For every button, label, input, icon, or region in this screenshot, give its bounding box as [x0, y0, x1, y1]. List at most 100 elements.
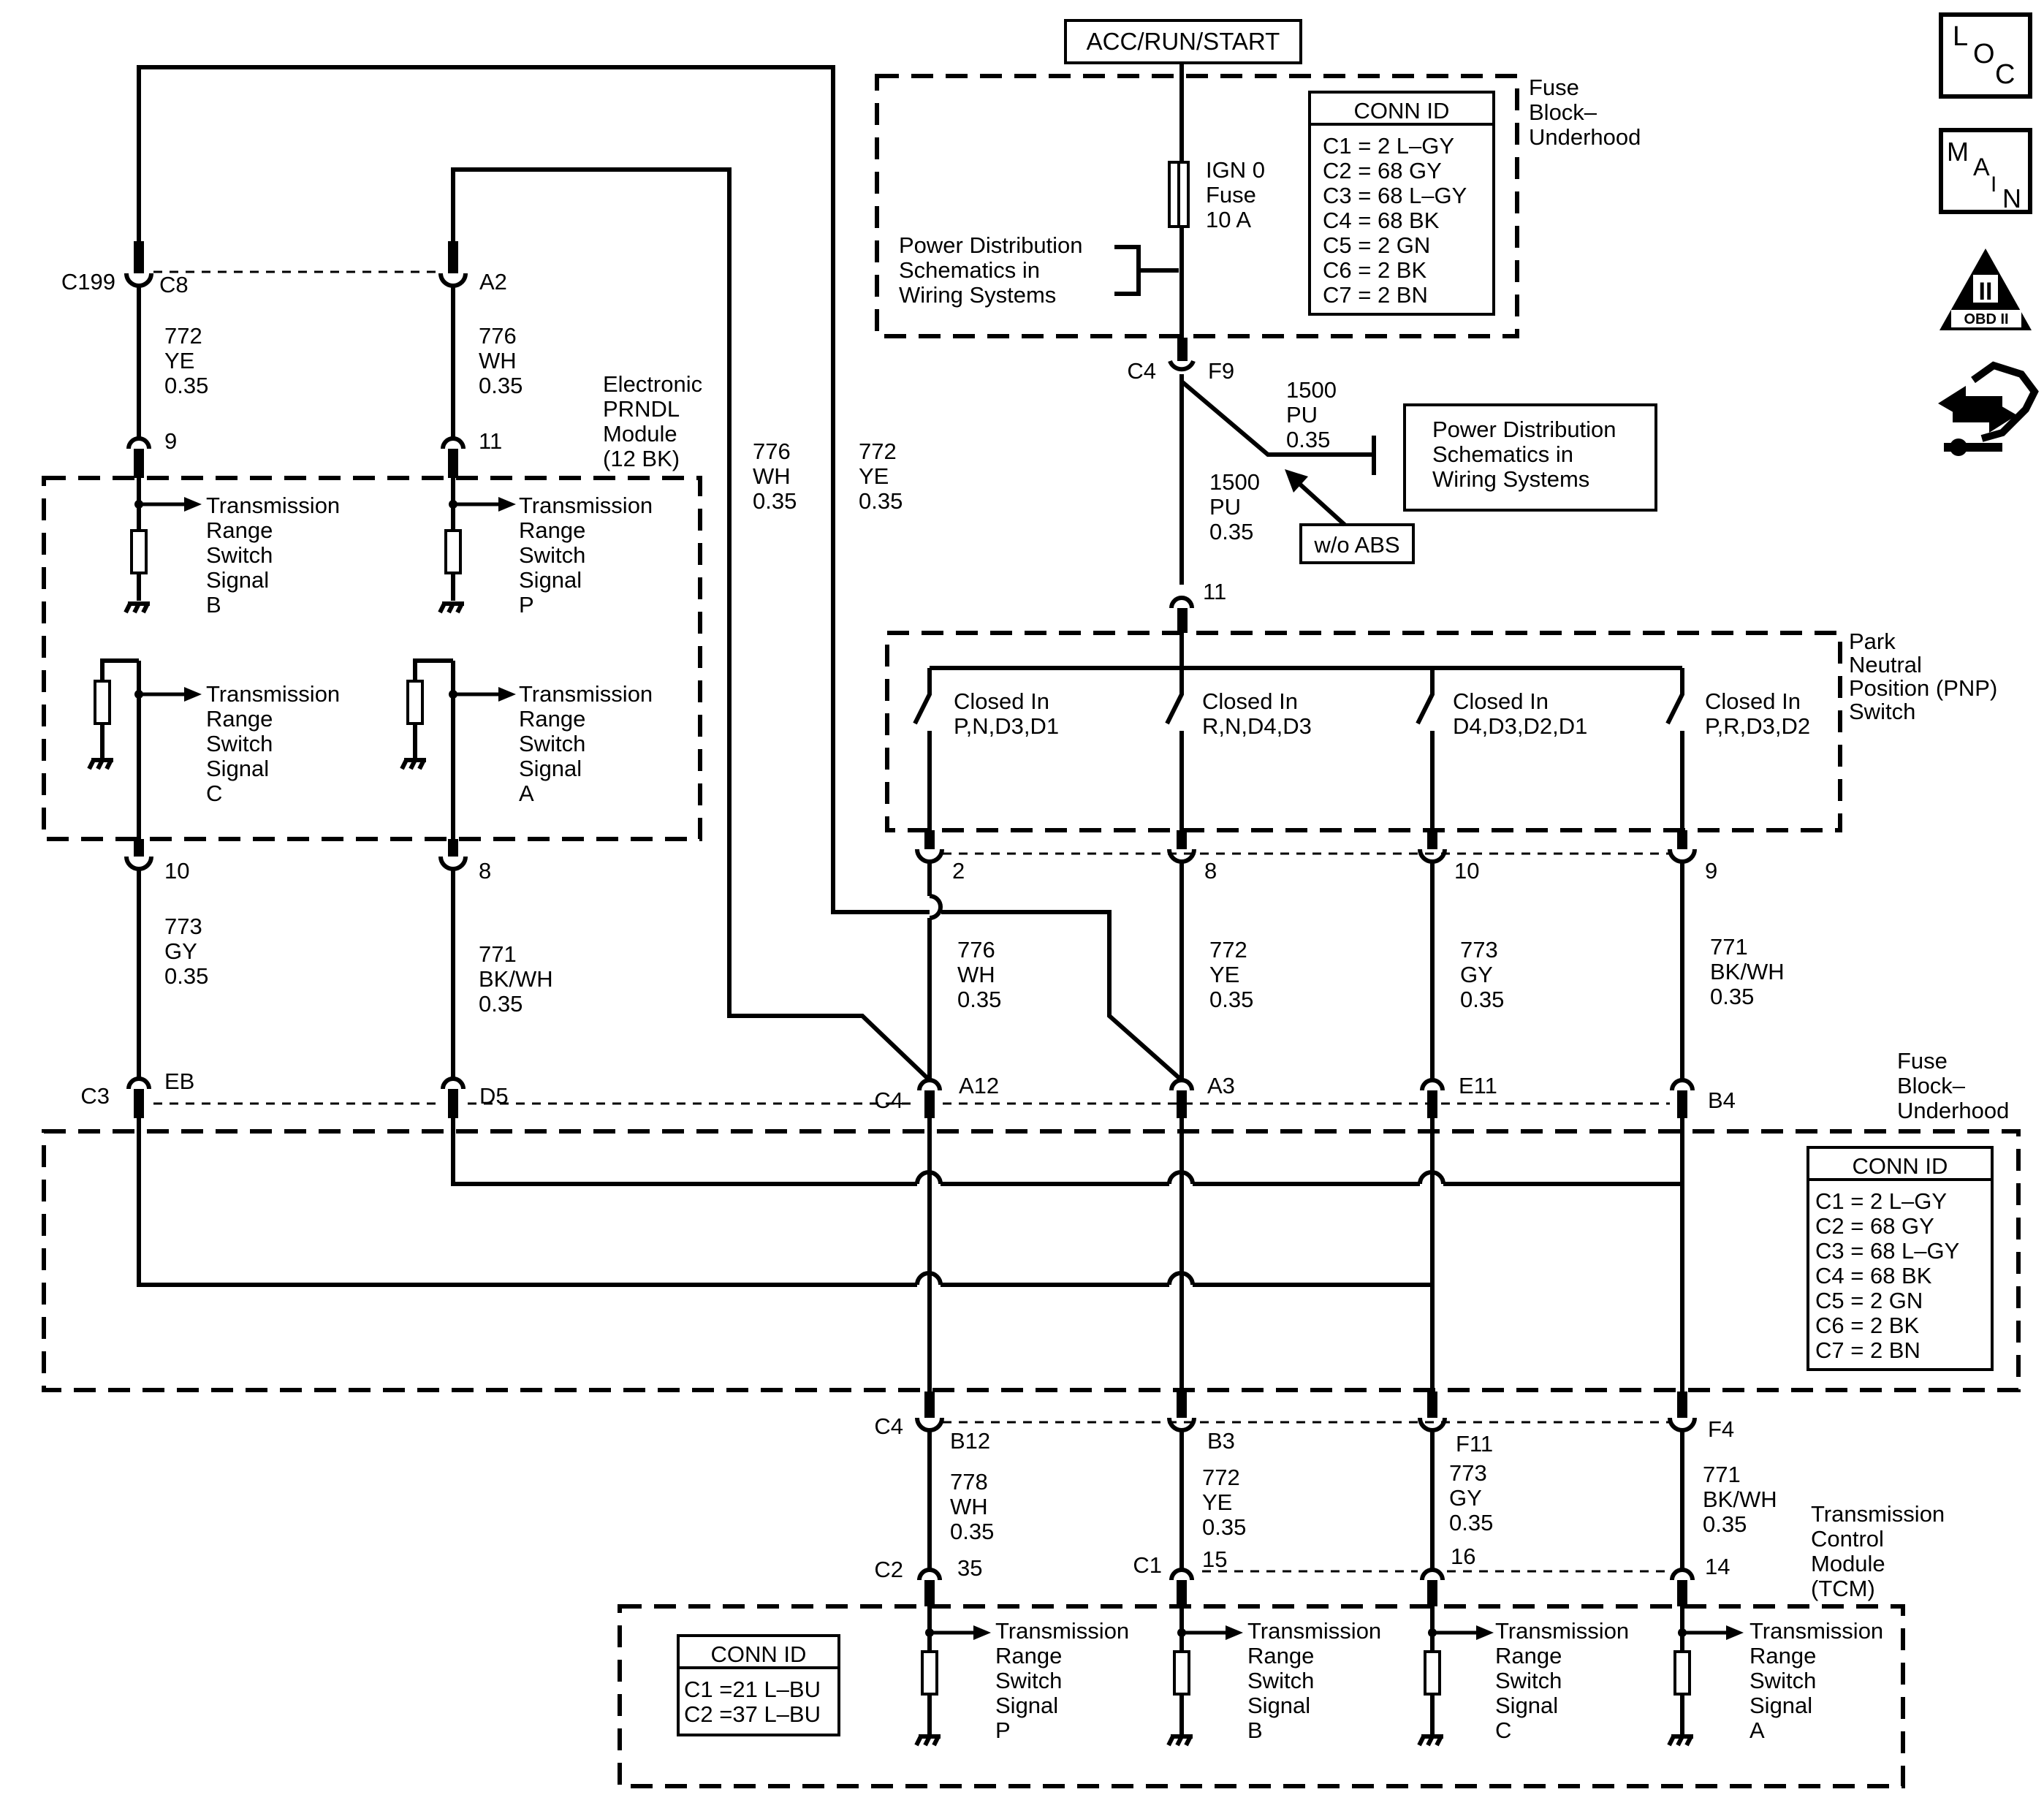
main-icon[interactable]: M A I N	[1939, 128, 2032, 214]
pin-eb-label: EB	[164, 1068, 194, 1094]
connector-c199: C199 C8 A2	[61, 241, 507, 297]
prndl-module-outline	[42, 476, 702, 841]
cross-wire-772	[941, 910, 1183, 1082]
wiring-diagram-icon[interactable]	[1938, 361, 2039, 456]
fuse-block-lower-connectors: C4 B12 B3 F11 F4	[874, 1392, 1734, 1457]
pin-f11-label: F11	[1456, 1431, 1493, 1457]
prndl-top-pins: 9 11	[126, 428, 502, 478]
svg-text:A: A	[1973, 153, 1990, 181]
svg-text:N: N	[2002, 183, 2021, 213]
tcm-pin-35: 35	[957, 1555, 982, 1581]
branch-wire-pu	[1180, 379, 1337, 457]
connector-c4-f9: C4 F9	[1127, 338, 1234, 384]
pnp-input-pin-11: 11	[1169, 579, 1226, 633]
loc-icon[interactable]: L O C	[1939, 12, 2032, 99]
power-source-label: ACC/RUN/START	[1087, 28, 1280, 55]
loop-wire-772	[137, 65, 930, 914]
pin-d5-label: D5	[479, 1083, 509, 1109]
tcm-wires	[927, 1431, 1684, 1570]
pnp-bus	[930, 633, 1682, 670]
conn-c3-label: C3	[80, 1083, 110, 1109]
prndl-bottom-pins: 10 8	[124, 839, 491, 884]
power-dist-bracket-top	[1114, 245, 1179, 296]
svg-text:OBD II: OBD II	[1964, 311, 2008, 327]
svg-text:M: M	[1947, 137, 1969, 167]
svg-text:I: I	[1991, 172, 1996, 197]
tcm-connectors: C2 C1 35 15 16 14	[874, 1544, 1730, 1606]
pin-a3-label: A3	[1207, 1073, 1235, 1098]
conn-c4-mid-label: C4	[874, 1087, 903, 1113]
svg-text:II: II	[1979, 278, 1993, 305]
pin-f9-label: F9	[1208, 358, 1234, 384]
prndl-pin-10: 10	[164, 858, 189, 884]
pnp-switch-contact-3	[1416, 668, 1435, 830]
power-dist-bracket-branch	[1337, 436, 1376, 475]
fuse-block-mid-connectors: C3 EB D5 C4 A12 A3 E11 B4	[80, 1068, 1736, 1118]
pnp-wire-1-hop	[929, 894, 943, 920]
conn-c199-label: C199	[61, 269, 115, 295]
pnp-switch-contact-4	[1665, 668, 1684, 830]
fuse-block-mid-outline	[42, 1129, 2021, 1392]
pin-f4-label: F4	[1708, 1416, 1734, 1442]
pin-b12-label: B12	[950, 1428, 990, 1454]
pnp-switch-contact-2	[1165, 668, 1184, 830]
splice-eb	[137, 1118, 1435, 1287]
conn-c4-lower-label: C4	[874, 1413, 903, 1439]
pnp-output-connectors: 2 8 10 9	[915, 830, 1717, 884]
pin-e11-label: E11	[1459, 1073, 1497, 1098]
pnp-pin-2: 8	[1204, 858, 1217, 884]
pin-b4-label: B4	[1708, 1087, 1736, 1113]
fuse-block-top-outline	[875, 74, 1519, 338]
pnp-pin-4: 9	[1705, 858, 1717, 884]
obd-ii-icon[interactable]: II OBD II	[1939, 248, 2032, 330]
pin-11-label: 11	[1203, 579, 1226, 604]
pin-a12-label: A12	[959, 1073, 999, 1098]
tcm-module-outline	[618, 1604, 1905, 1788]
prndl-pin-9: 9	[164, 428, 177, 454]
svg-text:O: O	[1973, 39, 1995, 69]
through-wires	[927, 1118, 1684, 1403]
pnp-switch-outline	[885, 631, 1842, 832]
pnp-pin-3: 10	[1454, 858, 1479, 884]
pnp-switch-contact-1	[913, 668, 932, 830]
